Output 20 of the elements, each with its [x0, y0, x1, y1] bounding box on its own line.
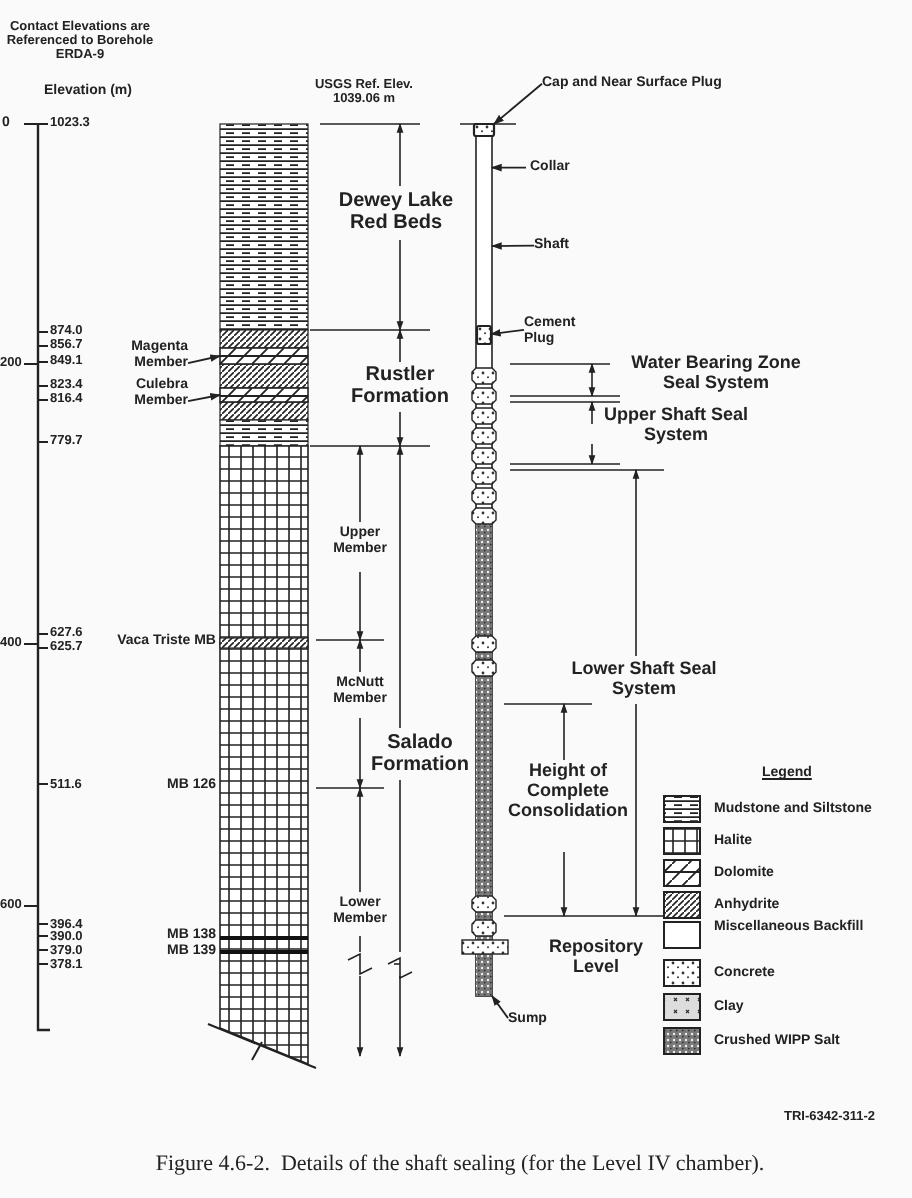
formation-label: Salado Formation — [369, 732, 471, 776]
seal-system-label: Water Bearing Zone Seal System — [629, 354, 803, 394]
leader-arrow — [493, 82, 543, 125]
dimension-label: Height of Complete Consolidation — [506, 762, 630, 822]
leader-arrow — [491, 995, 509, 1020]
leader-arrow — [489, 328, 525, 337]
dolomite-band — [219, 387, 309, 403]
cement-plug — [475, 324, 493, 346]
dolomite-band — [219, 347, 309, 365]
leader-arrow — [490, 242, 535, 250]
cap-plug — [472, 122, 496, 138]
formation-label: Dewey Lake Red Beds — [336, 190, 456, 234]
seal-system-label: Upper Shaft Seal System — [601, 406, 751, 446]
figure-caption: Figure 4.6-2. Details of the shaft sealing (for the Level IV chamber). — [153, 1152, 767, 1176]
leader-arrow — [187, 354, 222, 364]
formation-label: Rustler Formation — [349, 364, 451, 408]
seal-system-label: Lower Shaft Seal System — [569, 660, 719, 700]
leader-arrow — [187, 393, 222, 402]
leader-arrow — [490, 163, 527, 172]
level-label: Repository Level — [546, 938, 645, 978]
